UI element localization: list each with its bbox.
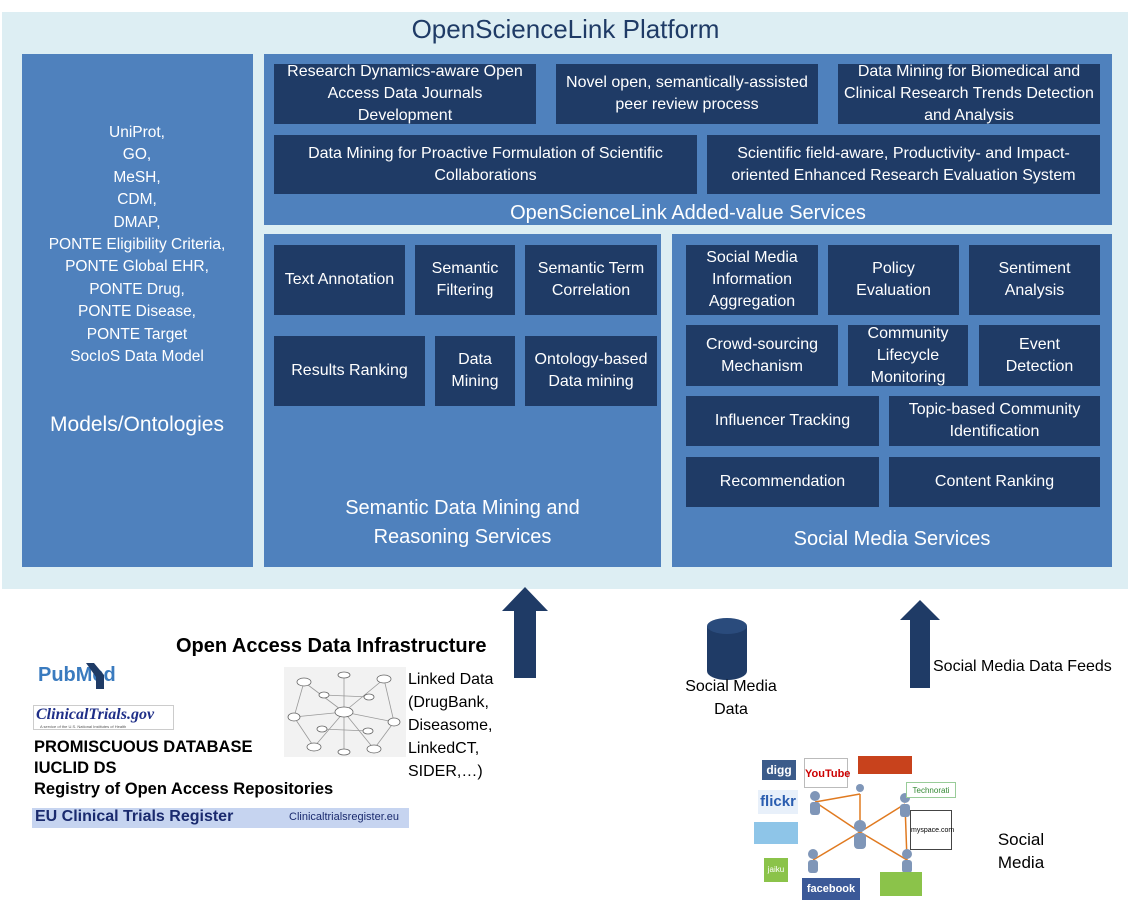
service-topic-community: Topic-based Community Identification: [889, 396, 1100, 446]
pubmed-mark-icon: [86, 663, 104, 689]
linked-data-item: Linked Data: [408, 671, 494, 688]
eu-register-url: Clinicaltrialsregister.eu: [289, 811, 400, 823]
service-research-trends: Data Mining for Biomedical and Clinical …: [838, 63, 1100, 124]
service-research-evaluation: Scientific field-aware, Productivity- an…: [707, 135, 1100, 194]
people-network-icon: [808, 784, 912, 873]
service-text-annotation: Text Annotation: [274, 245, 405, 315]
service-results-ranking: Results Ranking: [274, 336, 425, 406]
model-item: DMAP,: [113, 213, 161, 231]
feeds-arrow: [900, 600, 940, 688]
model-item: GO,: [122, 146, 152, 164]
service-collaborations: Data Mining for Proactive Formulation of…: [274, 135, 697, 194]
myspace-logo: myspace.com: [910, 810, 954, 850]
service-term-correlation: Semantic Term Correlation: [525, 245, 657, 315]
database-item: PROMISCUOUS DATABASE: [34, 738, 253, 756]
social-media-feeds-label: Social Media Data Feeds: [933, 658, 1112, 675]
linked-data-network-image: [284, 667, 406, 757]
flickr-logo: flickr: [758, 790, 798, 814]
model-item: SocIoS Data Model: [70, 348, 204, 366]
jaiku-logo: jaiku: [764, 858, 788, 882]
youtube-logo: YouTube: [804, 758, 850, 788]
platform-title: OpenScienceLink Platform: [411, 14, 720, 44]
eu-register-title: EU Clinical Trials Register: [35, 808, 234, 825]
model-item: PONTE Global EHR,: [65, 258, 209, 276]
database-item: Registry of Open Access Repositories: [34, 780, 334, 798]
green-social-logo-icon: [880, 872, 922, 896]
blog-logo-icon: [754, 822, 798, 844]
service-crowd-sourcing: Crowd-sourcing Mechanism: [686, 325, 838, 386]
service-open-access-journals: Research Dynamics-aware Open Access Data…: [274, 63, 536, 124]
model-item: PONTE Drug,: [89, 280, 185, 298]
service-content-ranking: Content Ranking: [889, 457, 1100, 507]
clinicaltrials-logo-box: [33, 705, 174, 730]
digg-logo: digg: [762, 760, 796, 780]
linked-data-item: LinkedCT,: [408, 740, 480, 757]
database-icon: [707, 618, 747, 680]
service-recommendation: Recommendation: [686, 457, 879, 507]
linked-data-item: (DrugBank,: [408, 694, 489, 711]
model-item: PONTE Eligibility Criteria,: [48, 236, 226, 254]
added-value-title: OpenScienceLink Added-value Services: [510, 202, 866, 224]
linked-data-item: Diseasome,: [408, 717, 493, 734]
model-item: UniProt,: [109, 124, 165, 141]
model-item: MeSH,: [113, 168, 161, 186]
clinicaltrials-tagline: A service of the U.S. National Institute…: [40, 724, 127, 729]
service-influencer-tracking: Influencer Tracking: [686, 396, 879, 446]
service-social-aggregation: Social Media Information Aggregation: [686, 245, 818, 315]
social-title: Social Media Services: [793, 528, 991, 550]
facebook-logo: facebook: [802, 878, 860, 900]
service-event-detection: Event Detection: [979, 325, 1100, 386]
model-item: PONTE Target: [86, 325, 188, 343]
service-ontology-data-mining: Ontology-based Data mining: [525, 336, 657, 406]
model-item: PONTE Disease,: [77, 303, 196, 321]
service-community-lifecycle: Community Lifecycle Monitoring: [848, 325, 968, 386]
social-media-collage: digg YouTube Technorati flickr myspace.c…: [750, 752, 960, 904]
linked-data-item: SIDER,…): [408, 763, 483, 780]
clinicaltrials-logo: ClinicalTrials.gov: [36, 706, 155, 723]
database-item: IUCLID DS: [34, 759, 117, 777]
social-media-label: Social Media: [997, 830, 1045, 872]
infrastructure-title: Open Access Data Infrastructure: [176, 635, 487, 657]
semantic-title: Semantic Data Mining and Reasoning Servi…: [345, 497, 580, 548]
service-peer-review: Novel open, semantically-assisted peer r…: [556, 64, 818, 124]
model-item: CDM,: [117, 191, 157, 209]
eu-register-banner: [32, 808, 409, 828]
service-data-mining: Data Mining: [435, 336, 515, 406]
models-ontologies-panel: [22, 54, 253, 567]
social-media-data-label: Social Media Data: [685, 678, 777, 718]
models-title: Models/Ontologies: [50, 413, 224, 436]
service-sentiment-analysis: Sentiment Analysis: [969, 245, 1100, 315]
infrastructure-arrow: [502, 587, 548, 678]
technorati-logo: Technorati: [906, 782, 956, 798]
models-list: UniProt, GO, MeSH, CDM, DMAP, PONTE Elig…: [22, 122, 252, 368]
service-policy-evaluation: Policy Evaluation: [828, 245, 959, 315]
yahoo-logo-icon: [858, 756, 912, 774]
linked-data-list: Linked Data (DrugBank, Diseasome, Linked…: [408, 668, 493, 783]
service-semantic-filtering: Semantic Filtering: [415, 245, 515, 315]
